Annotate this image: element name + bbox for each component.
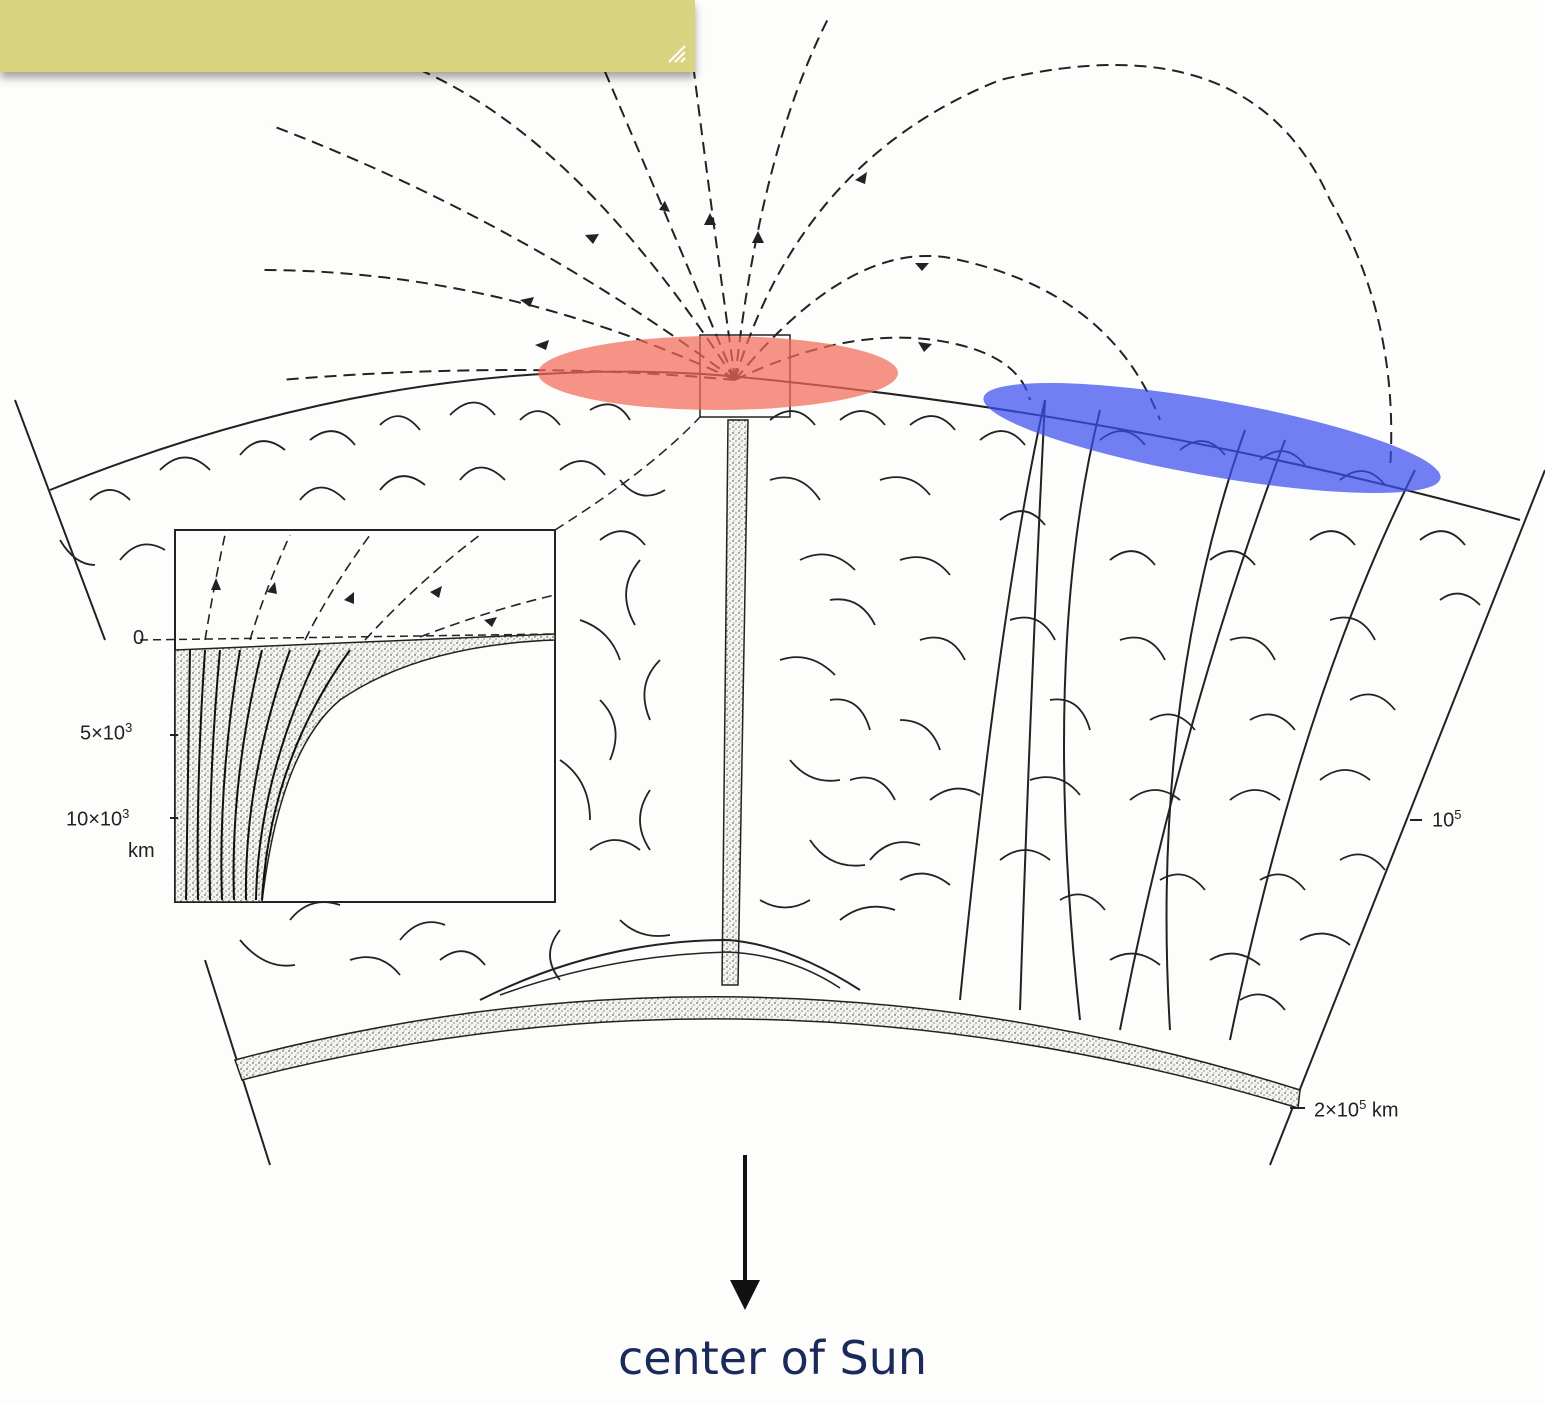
scale-label-1e5: 105 [1432, 807, 1461, 833]
flux-tube [722, 420, 748, 985]
right-boundary [1270, 470, 1545, 1165]
inset-connector [555, 417, 700, 530]
sticky-note[interactable] [0, 0, 695, 72]
arrow-down-icon [730, 1155, 760, 1310]
resize-grip-icon[interactable] [665, 42, 687, 64]
inset-tick-0: 0 [133, 627, 144, 650]
field-arrowheads [520, 172, 932, 352]
inset-panel [140, 530, 555, 902]
active-region-highlight [538, 336, 898, 410]
plage-highlight [977, 360, 1447, 515]
flux-tube-base-wedge [480, 940, 860, 1000]
inset-tick-10e3: 10×103 [66, 806, 129, 832]
plage-field-lines [960, 400, 1415, 1040]
scale-label-2e5: 2×105 km [1314, 1097, 1399, 1123]
inset-unit-label: km [128, 840, 155, 863]
left-boundary-upper [15, 400, 105, 640]
inset-tick-5e3: 5×103 [80, 720, 132, 746]
center-of-sun-caption: center of Sun [0, 1331, 1545, 1385]
convection-zone-base-layer [235, 997, 1300, 1108]
